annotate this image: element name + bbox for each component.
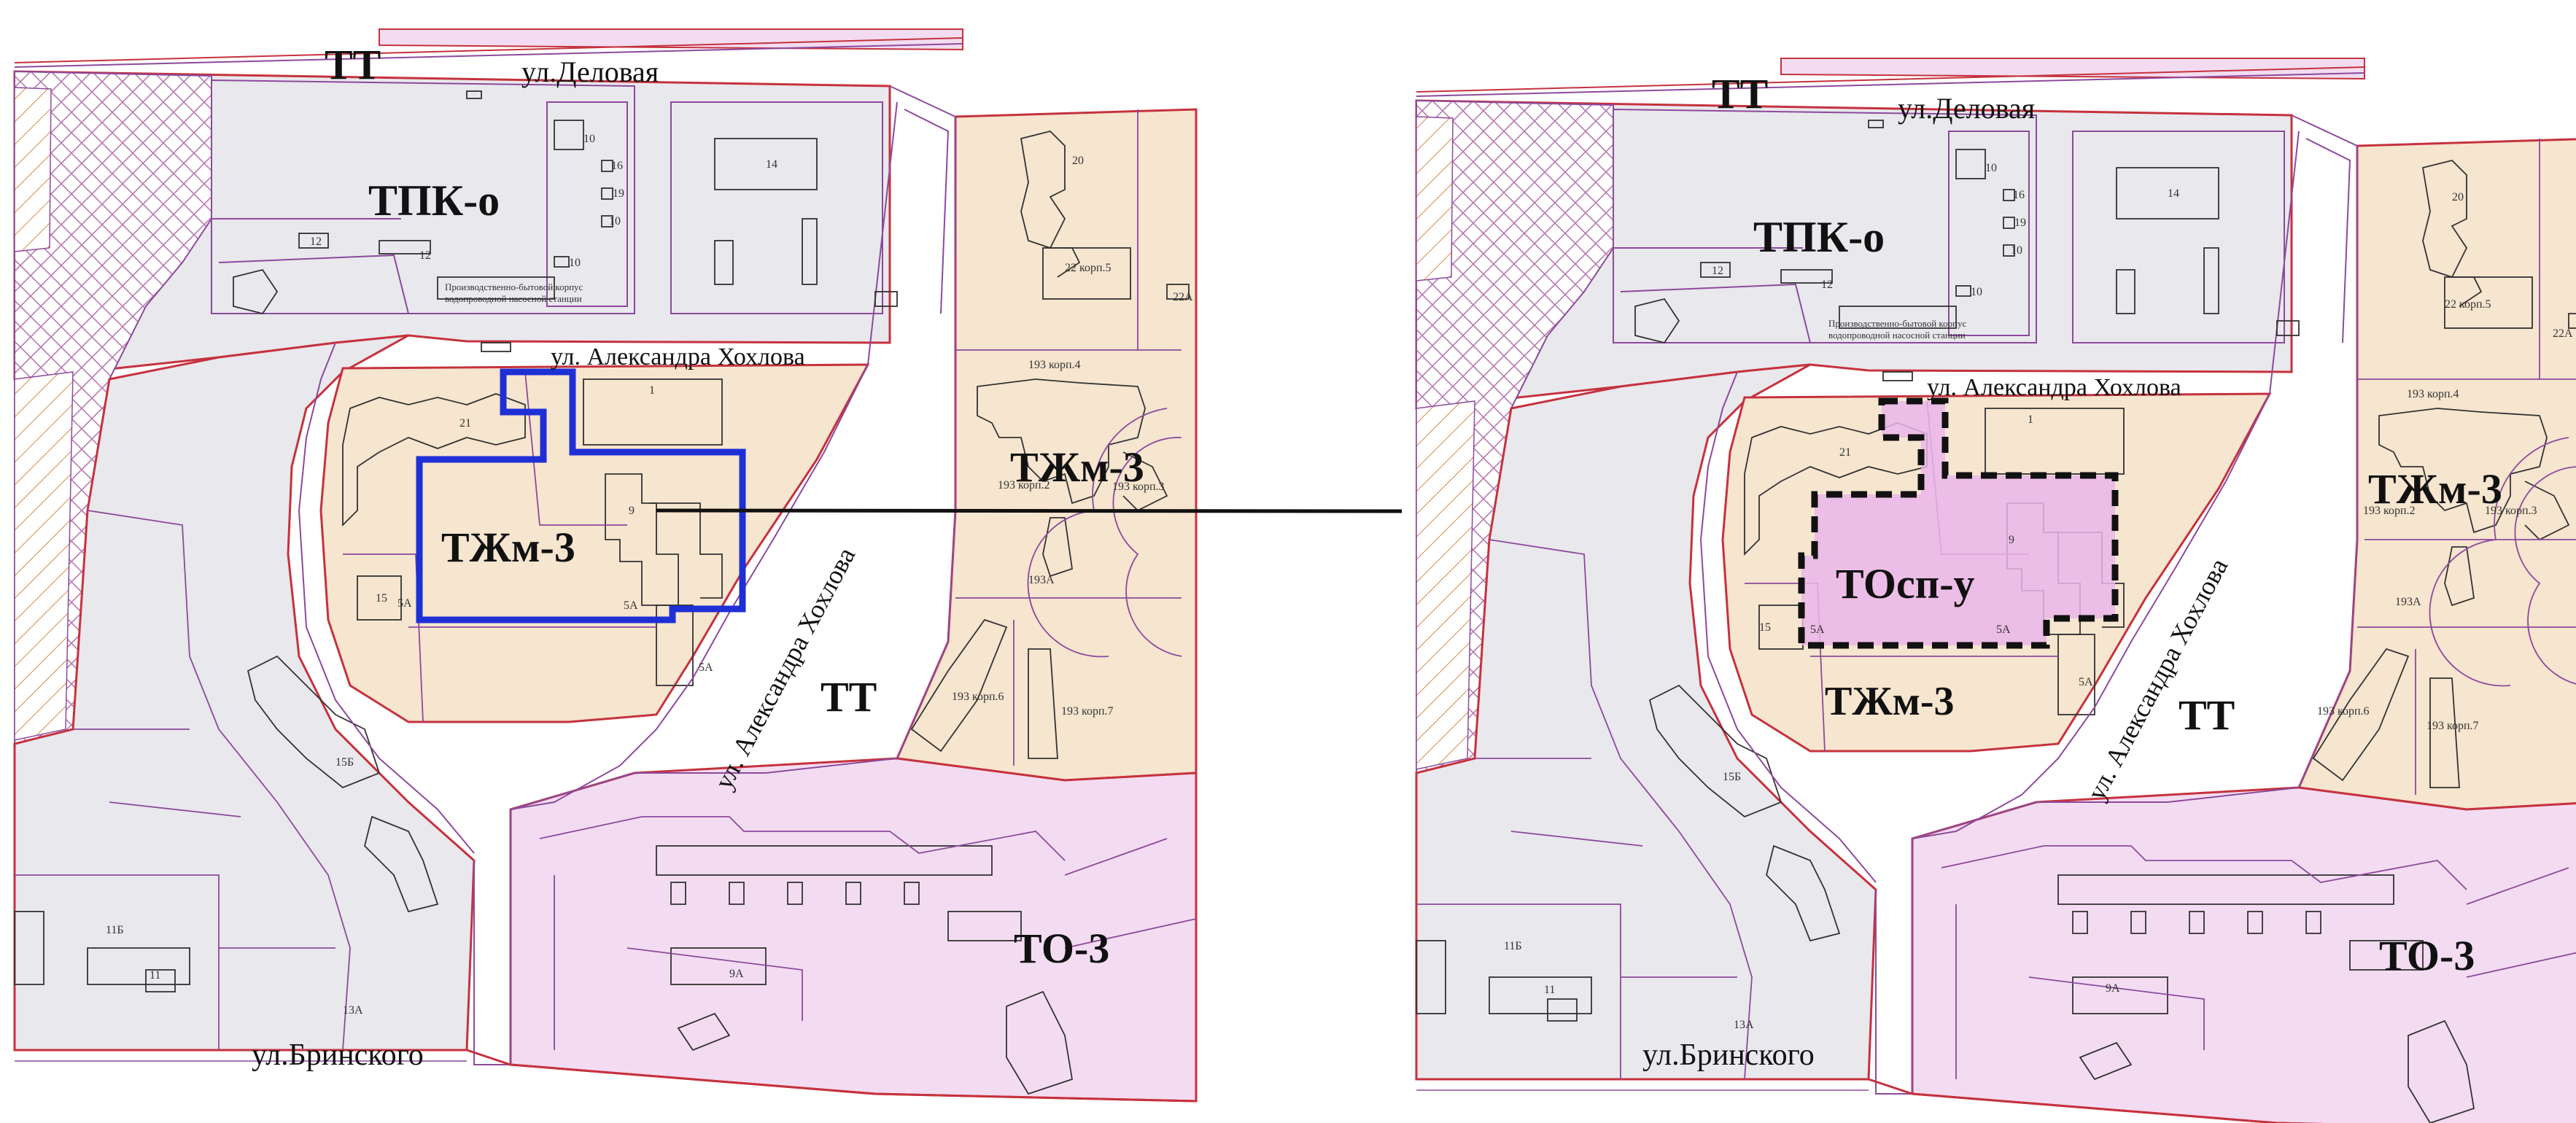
bldg-12b: 12 [419,249,431,262]
bldg-15: 15 [376,592,387,605]
bldg-21: 21 [1839,446,1851,459]
bldg-193-3: 193 корп.3 [2485,505,2537,517]
bldg-11b: 11Б [106,924,124,936]
bldg-5a3: 5А [2079,676,2093,688]
bldg-19: 19 [2014,217,2026,229]
map-after: ТТ ТПК-о ТОсп-у ТЖм-3 ТЖм-3 ТТ ТО-3 ул.Д… [1400,28,2576,1123]
bldg-193-2: 193 корп.2 [2363,505,2416,517]
bldg-11: 11 [1544,984,1555,996]
bldg-22a: 22А [2553,327,2573,340]
bldg-20: 20 [2452,191,2464,203]
bldg-20: 20 [1072,155,1084,167]
new-zone-tosp [1798,397,2119,649]
zone-label-tzhm-center: ТЖм-3 [441,524,575,571]
street-delovaya: ул.Деловая [521,55,659,88]
note-line-1: Производственно-бытовой корпус [445,281,583,292]
bldg-22: 22 корп.5 [1065,262,1112,274]
bldg-193-3: 193 корп.3 [1112,481,1165,493]
bldg-193-2: 193 корп.2 [998,479,1050,491]
street-khokhlova-top: ул. Александра Хохлова [1927,374,2181,401]
bldg-9: 9 [629,505,635,517]
change-outline-blue [416,368,746,623]
bldg-193-6: 193 корп.6 [2317,705,2370,718]
bldg-11b: 11Б [1504,940,1522,952]
bldg-10c: 10 [569,257,581,269]
bldg-193-4: 193 корп.4 [2407,388,2459,400]
zone-label-tzhm-center: ТЖм-3 [1825,679,1955,724]
zone-label-to: ТО-3 [1014,925,1109,972]
bldg-14: 14 [766,158,777,171]
bldg-19: 19 [613,187,624,200]
bldg-193-4: 193 корп.4 [1028,359,1081,371]
street-delovaya: ул.Деловая [1898,92,2035,125]
bldg-5a1: 5А [397,597,412,610]
bldg-193-7: 193 корп.7 [2426,720,2479,732]
zone-label-tt-top: ТТ [1712,70,1768,117]
bldg-9a: 9А [2106,982,2120,995]
bldg-9: 9 [2009,534,2014,546]
bldg-12a: 12 [1712,265,1723,277]
bldg-22a: 22А [1173,291,1193,303]
bldg-12b: 12 [1821,279,1833,291]
bldg-15b: 15Б [335,756,354,769]
bldg-22: 22 корп.5 [2445,298,2491,311]
zone-label-tosp: ТОсп-у [1836,560,1975,607]
bldg-10b: 10 [2011,244,2022,257]
bldg-1: 1 [2028,413,2033,426]
zone-label-tt-mid: ТТ [820,673,877,720]
bldg-193-6: 193 корп.6 [952,691,1004,703]
bldg-11: 11 [150,969,160,982]
bldg-16: 16 [2013,189,2025,201]
bldg-21: 21 [459,417,471,430]
note-line-2: водопроводной насосной станции [445,293,582,304]
bldg-1: 1 [649,384,655,397]
bldg-16: 16 [611,160,623,172]
bldg-5a2: 5А [624,599,638,612]
bldg-15b: 15Б [1723,771,1741,783]
bldg-10: 10 [583,133,595,145]
note-line-1: Производственно-бытовой корпус [1828,318,1967,329]
bldg-13a: 13А [1734,1019,1754,1031]
bldg-5a1: 5А [1810,623,1825,636]
zone-label-tt-top: ТТ [325,41,381,88]
bldg-10: 10 [1985,162,1997,174]
street-brinskogo: ул.Бринского [1642,1038,1815,1072]
bldg-193-7: 193 корп.7 [1061,705,1114,718]
bldg-12a: 12 [310,236,322,248]
street-khokhlova-top: ул. Александра Хохлова [551,343,805,370]
zone-label-tt-mid: ТТ [2179,691,2235,739]
bldg-10b: 10 [609,215,621,228]
bldg-5a2: 5А [1996,623,2011,636]
bldg-15: 15 [1759,621,1771,634]
bldg-13a: 13А [343,1004,363,1017]
zone-label-tpk: ТПК-о [1753,213,1885,261]
zone-label-to: ТО-3 [2379,932,2475,979]
map-before: ТТ ТПК-о ТЖм-3 ТЖм-3 ТТ ТО-3 ул.Деловая … [0,0,2062,1123]
note-line-2: водопроводной насосной станции [1828,330,1966,341]
zone-label-tpk: ТПК-о [368,176,500,225]
bldg-14: 14 [2168,187,2179,200]
street-brinskogo: ул.Бринского [252,1038,424,1072]
zone-label-tzhm-right: ТЖм-3 [1010,443,1144,491]
bldg-9a: 9А [729,968,744,980]
bldg-193a: 193А [1028,574,1055,586]
bldg-193a: 193А [2395,596,2421,608]
bldg-10c: 10 [1971,286,1982,298]
bldg-5a3: 5А [699,661,713,674]
zone-label-tzhm-right: ТЖм-3 [2368,465,2502,513]
